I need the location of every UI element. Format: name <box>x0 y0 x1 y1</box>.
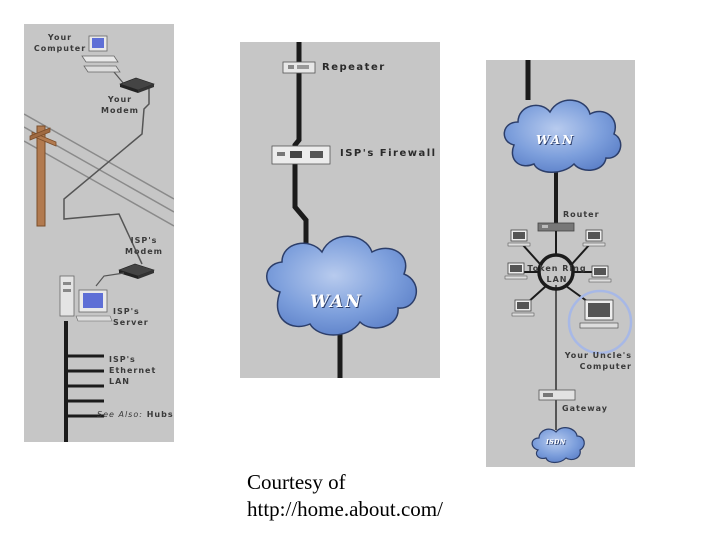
caption-line-1: Courtesy of <box>247 470 346 494</box>
uncles-computer-icon <box>567 289 633 355</box>
isp-modem-icon <box>118 263 155 279</box>
repeater-label: Repeater <box>322 62 386 73</box>
dialup-path-illustration <box>24 35 174 442</box>
wan-label: WAN <box>310 292 363 312</box>
isdn-cloud-icon <box>531 427 585 464</box>
courtesy-caption: Courtesy of http://home.about.com/ <box>247 469 443 523</box>
lan-computer-icon <box>588 265 612 283</box>
your-modem-icon <box>119 77 155 93</box>
lan-computer-icon <box>511 299 535 317</box>
router-label: Router <box>563 210 600 219</box>
utility-pole-icon <box>29 125 57 227</box>
isp-backbone-illustration <box>266 42 418 378</box>
lan-computer-icon <box>504 262 528 280</box>
wan-cloud-icon <box>503 99 622 173</box>
isdn-label: ISDN <box>546 439 566 446</box>
gateway-label: Gateway <box>562 404 608 413</box>
lan-computer-icon <box>507 229 531 247</box>
caption-source-url: http://home.about.com/ <box>247 497 443 521</box>
see-also: See Also: Hubs <box>97 409 174 420</box>
wan-label: WAN <box>536 133 575 147</box>
gateway-icon <box>538 389 576 401</box>
isps-firewall-label: ISP's Firewall <box>340 148 437 159</box>
see-also-prefix: See Also: <box>97 410 143 419</box>
remote-network-illustration <box>503 60 633 464</box>
isp-backbone-panel: Repeater ISP's Firewall WAN <box>240 42 440 378</box>
repeater-icon <box>282 61 316 74</box>
token-ring-icon <box>521 231 592 305</box>
isp-server-icon <box>59 275 113 322</box>
firewall-icon <box>271 145 331 165</box>
your-computer-icon <box>81 35 121 73</box>
see-also-hubs-link[interactable]: Hubs <box>146 410 174 419</box>
router-icon <box>537 222 575 232</box>
lan-computer-icon <box>582 229 606 247</box>
wan-cloud-icon <box>266 235 418 336</box>
